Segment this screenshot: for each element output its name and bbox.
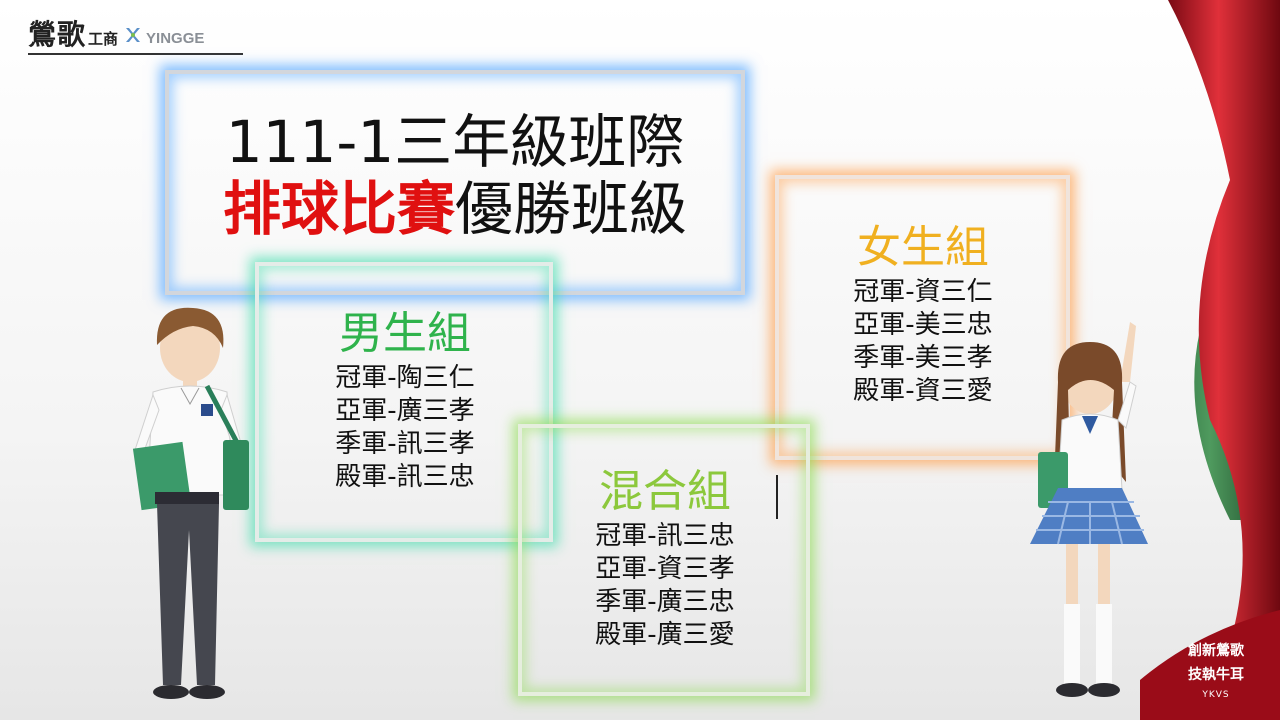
school-logo: 鶯歌 工商 YINGGE xyxy=(28,14,204,52)
mixed-rank-4: 殿軍-廣三愛 xyxy=(595,620,735,650)
girls-rank-2: 亞軍-美三忠 xyxy=(853,310,993,340)
girls-rank-1: 冠軍-資三仁 xyxy=(853,277,993,307)
mixed-rank-3: 季軍-廣三忠 xyxy=(595,587,735,617)
mixed-group: 混合組 冠軍-訊三忠 亞軍-資三孝 季軍-廣三忠 殿軍-廣三愛 xyxy=(560,466,770,652)
girls-rank-3: 季軍-美三孝 xyxy=(853,343,993,373)
logo-subtitle: 工商 xyxy=(88,29,119,48)
title-line2-rest: 優勝班級 xyxy=(455,175,688,243)
mixed-rank-1: 冠軍-訊三忠 xyxy=(595,521,735,551)
title-line1: 111-1三年級班際 xyxy=(225,108,685,176)
boys-frame xyxy=(255,262,553,542)
boys-rank-4: 殿軍-訊三忠 xyxy=(335,462,475,492)
boys-heading: 男生組 xyxy=(339,308,471,359)
logo-english-name: YINGGE xyxy=(146,29,205,47)
boys-rank-3: 季軍-訊三孝 xyxy=(335,429,475,459)
title-line2: 排球比賽優勝班級 xyxy=(170,177,740,241)
slogan-emblem: 創新鶯歌 技執牛耳 YKVS xyxy=(1166,640,1266,700)
curtain-decoration xyxy=(1140,0,1280,720)
boys-rank-1: 冠軍-陶三仁 xyxy=(335,363,475,393)
text-cursor xyxy=(776,475,778,519)
mixed-frame xyxy=(518,424,810,696)
mixed-heading: 混合組 xyxy=(599,466,731,517)
slogan-line1: 創新鶯歌 xyxy=(1188,643,1244,659)
logo-underline xyxy=(28,53,243,55)
girls-group: 女生組 冠軍-資三仁 亞軍-美三忠 季軍-美三孝 殿軍-資三愛 xyxy=(818,222,1028,408)
logo-chinese-name: 鶯歌 xyxy=(28,18,87,51)
girls-frame xyxy=(775,175,1070,460)
title-highlight: 排球比賽 xyxy=(222,175,455,243)
girls-heading: 女生組 xyxy=(857,222,989,273)
slogan-line3: YKVS xyxy=(1202,690,1230,700)
slogan-line2: 技執牛耳 xyxy=(1188,667,1244,683)
boys-group: 男生組 冠軍-陶三仁 亞軍-廣三孝 季軍-訊三孝 殿軍-訊三忠 xyxy=(300,308,510,494)
girls-rank-4: 殿軍-資三愛 xyxy=(853,376,993,406)
title-frame xyxy=(165,70,745,295)
yingge-x-icon xyxy=(124,26,142,48)
girl-character-illustration xyxy=(1030,322,1148,697)
boys-rank-2: 亞軍-廣三孝 xyxy=(335,396,475,426)
mixed-rank-2: 亞軍-資三孝 xyxy=(595,554,735,584)
boy-character-illustration xyxy=(132,307,249,699)
